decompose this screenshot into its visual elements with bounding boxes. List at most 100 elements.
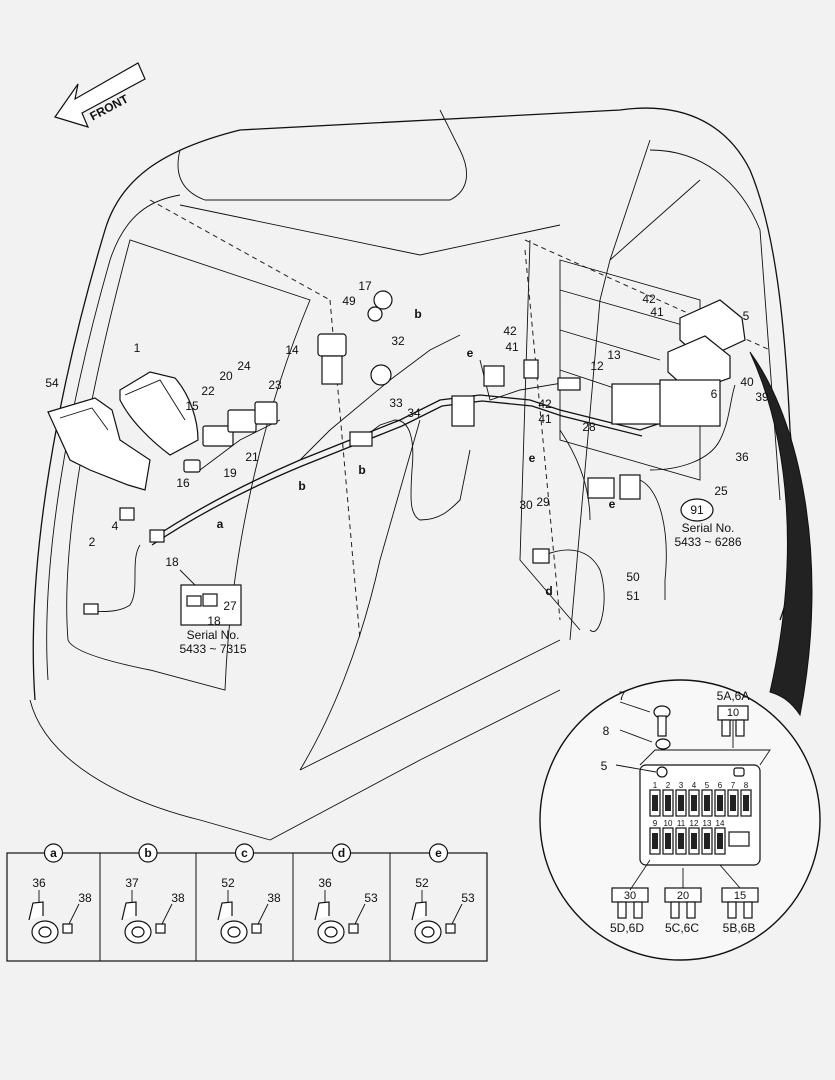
callout-18: 18 — [165, 555, 179, 569]
callout-50: 50 — [626, 570, 640, 584]
callout-23: 23 — [268, 378, 282, 392]
serial-note-1-label: Serial No. — [682, 521, 735, 535]
callout-42-c: 42 — [642, 292, 656, 306]
fuse-number: 6 — [718, 781, 723, 790]
fuse-number: 3 — [679, 781, 684, 790]
clamp-bolt — [62, 923, 73, 934]
callout-14: 14 — [285, 343, 299, 357]
clamp-bracket — [314, 901, 330, 921]
clamp-hole — [324, 926, 338, 938]
clamp-bolt — [348, 923, 359, 934]
callout-labels: 1 54 2 4 18 15 22 20 24 23 16 19 21 14 1… — [45, 279, 769, 628]
fuse-callout-8: 8 — [603, 724, 610, 738]
fuse-blade — [704, 795, 710, 811]
callout-42-a: 42 — [503, 324, 517, 338]
fuse-number: 1 — [653, 781, 658, 790]
fuse-group-5a-6a: 5A,6A — [717, 689, 750, 703]
clamp-bolt — [155, 923, 166, 934]
fuse-group-5b-6b: 5B,6B — [723, 921, 756, 935]
callout-39: 39 — [755, 390, 769, 404]
callout-32: 32 — [391, 334, 405, 348]
callout-17: 17 — [358, 279, 372, 293]
fuse-number: 10 — [664, 819, 673, 828]
fuse-number: 5 — [705, 781, 710, 790]
clamp-letter: b — [144, 846, 151, 860]
clamp-part-label: 53 — [461, 891, 475, 905]
fuse-number: 12 — [690, 819, 699, 828]
letter-e-2: e — [529, 451, 536, 465]
clamp-letter: c — [241, 846, 248, 860]
detail-pointer — [749, 351, 813, 717]
clamp-part-label: 38 — [267, 891, 281, 905]
fuse-blade — [652, 795, 658, 811]
gauge-cluster-1 — [119, 371, 199, 456]
leader-line — [161, 903, 173, 925]
clamp-part-label: 38 — [171, 891, 185, 905]
letter-e-3: e — [609, 497, 616, 511]
clamp-part-label: 53 — [364, 891, 378, 905]
callout-18-inset: 18 — [207, 614, 221, 628]
fuse-rating-15: 15 — [734, 890, 746, 902]
fuse-number: 9 — [653, 819, 658, 828]
fuse-number: 8 — [744, 781, 749, 790]
fuse-number: 7 — [731, 781, 736, 790]
callout-2: 2 — [89, 535, 96, 549]
clamp-letter: a — [50, 846, 57, 860]
callout-41-b: 41 — [538, 412, 552, 426]
letter-b-2: b — [358, 463, 365, 477]
callout-4: 4 — [112, 519, 119, 533]
clamp-hole — [227, 926, 241, 938]
callout-13: 13 — [607, 348, 621, 362]
serial-inset-box — [179, 569, 242, 626]
callout-19: 19 — [223, 466, 237, 480]
callout-6: 6 — [711, 387, 718, 401]
fuse-number: 4 — [692, 781, 697, 790]
clamp-bracket — [411, 901, 427, 921]
dome-lamp — [367, 290, 393, 386]
fuse-blade — [691, 833, 697, 849]
clamp-bolt — [251, 923, 262, 934]
fuse-number: 11 — [677, 819, 686, 828]
leader-line — [354, 903, 366, 925]
clamp-hole — [421, 926, 435, 938]
fuse-blade — [678, 833, 684, 849]
clamp-letter-circle — [43, 843, 64, 863]
clamp-letter: d — [338, 846, 345, 860]
clamp-part-label: 36 — [32, 876, 46, 890]
fuse-blade — [743, 795, 749, 811]
callout-24: 24 — [237, 359, 251, 373]
clamp-letter-circle — [428, 843, 449, 863]
clamp-letter: e — [435, 846, 442, 860]
clamp-part-label: 37 — [125, 876, 139, 890]
fuse-box-top — [611, 299, 746, 427]
callout-27: 27 — [223, 599, 237, 613]
bolt-7 — [653, 705, 671, 737]
callout-29: 29 — [536, 495, 550, 509]
fuse-number: 13 — [703, 819, 712, 828]
serial-note-2-range: 5433 ~ 7315 — [179, 642, 246, 656]
serial-note-2-label: Serial No. — [187, 628, 240, 642]
clamp-letter-circle — [331, 843, 352, 863]
fuse-rating-20: 20 — [677, 890, 689, 902]
callout-22: 22 — [201, 384, 215, 398]
callout-5: 5 — [743, 309, 750, 323]
clamp-part-label: 52 — [221, 876, 235, 890]
fuse-blade — [665, 833, 671, 849]
switch-panel — [183, 401, 278, 473]
fuse-callout-7: 7 — [619, 689, 626, 703]
clamp-bracket — [28, 901, 44, 921]
callout-20: 20 — [219, 369, 233, 383]
fuse-rating-10: 10 — [727, 707, 739, 719]
spare-fuse-20 — [664, 887, 702, 919]
letter-b-1: b — [298, 479, 305, 493]
fuse-blade — [730, 795, 736, 811]
letter-a: a — [217, 517, 224, 531]
callout-21: 21 — [245, 450, 259, 464]
